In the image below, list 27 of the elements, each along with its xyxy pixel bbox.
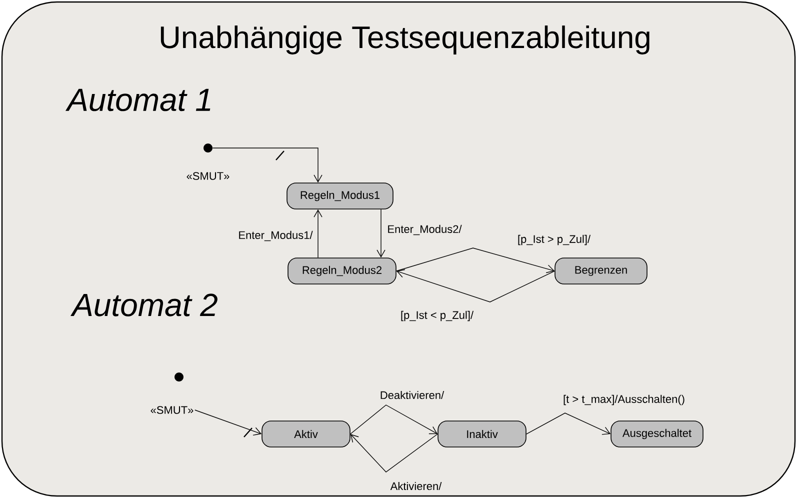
- edge-label: [p_Ist < p_Zul]/: [399, 310, 475, 322]
- section-heading: Automat 1: [66, 88, 210, 112]
- initial-state-dot: [204, 144, 212, 152]
- transition-arrow: [350, 404, 438, 434]
- stereotype-label: «SMUT»: [150, 406, 194, 414]
- transition-arrow: [350, 434, 438, 472]
- state-box: Aktiv: [262, 420, 350, 448]
- edge-label: [t > t_max]/Ausschalten(): [562, 394, 686, 406]
- transition-arrow: [376, 209, 386, 258]
- transition-arrow: [396, 248, 555, 274]
- state-box: Regeln_Modus2: [288, 258, 396, 284]
- edge-label: [p_Ist > p_Zul]/: [516, 234, 592, 246]
- transition-arrow: [212, 148, 322, 183]
- edge-label: Enter_Modus1/: [237, 230, 314, 242]
- transition-arrow: [526, 412, 611, 435]
- transition-arrow: [314, 209, 322, 258]
- edge-label: Enter_Modus2/: [386, 224, 463, 236]
- transition-arrow: [194, 410, 262, 436]
- title: Unabhängige Testsequenzableitung: [160, 26, 650, 54]
- state-box: Begrenzen: [554, 258, 648, 284]
- stereotype-label: «SMUT»: [186, 172, 230, 180]
- transition-arrow: [396, 269, 555, 302]
- state-box: Ausgeschaltet: [610, 420, 704, 448]
- state-box: Inaktiv: [438, 420, 526, 448]
- section-heading: Automat 2: [70, 294, 218, 316]
- initial-state-dot: [174, 372, 184, 382]
- state-box: Regeln_Modus1: [286, 182, 394, 210]
